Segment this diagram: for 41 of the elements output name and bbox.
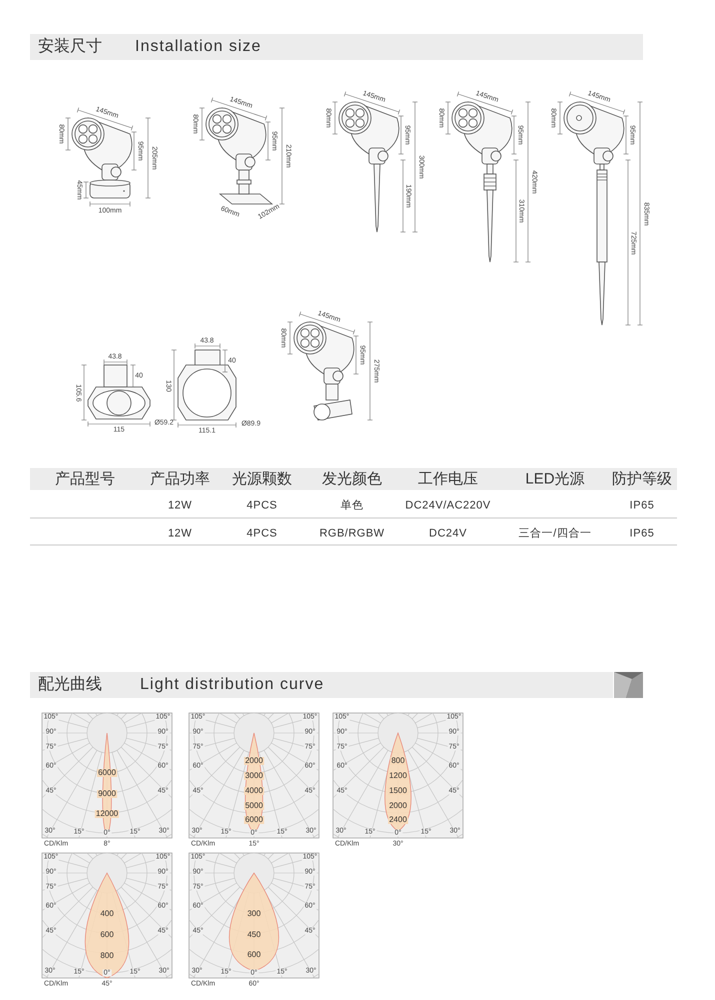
table-cell: DC24V	[429, 528, 467, 540]
intensity-value: 800	[390, 757, 406, 765]
intensity-value: 2000	[244, 757, 264, 765]
table-header-cell: 工作电压	[418, 472, 478, 486]
intensity-value: 1200	[388, 772, 408, 780]
intensity-value: 600	[99, 931, 115, 939]
intensity-value: 5000	[244, 802, 264, 810]
section-heading: Installation size	[135, 39, 262, 55]
table-header-cell: 发光颜色	[322, 472, 382, 486]
intensity-value: 6000	[244, 816, 264, 824]
table-cell: 12W	[168, 528, 192, 540]
intensity-value: 1500	[388, 787, 408, 795]
table-header-cell: 产品功率	[150, 472, 210, 486]
intensity-value: 6000	[97, 769, 117, 777]
section-heading: 安装尺寸	[38, 39, 102, 55]
intensity-value: 12000	[94, 810, 120, 818]
intensity-value: 4000	[244, 787, 264, 795]
table-header-cell: LED光源	[525, 472, 585, 486]
table-cell: RGB/RGBW	[319, 528, 385, 540]
intensity-value: 400	[99, 910, 115, 918]
section-heading: 配光曲线	[38, 677, 102, 693]
table-cell: 4PCS	[246, 500, 278, 512]
table-header-cell: 产品型号	[55, 472, 115, 486]
intensity-value: 3000	[244, 772, 264, 780]
intensity-value: 2400	[388, 816, 408, 824]
intensity-value: 300	[246, 910, 262, 918]
intensity-value: 450	[246, 931, 262, 939]
intensity-value: 800	[99, 952, 115, 960]
table-header-cell: 防护等级	[612, 472, 672, 486]
table-cell: IP65	[630, 500, 654, 512]
table-cell: 单色	[340, 500, 364, 512]
table-cell: IP65	[630, 528, 654, 540]
section-heading: Light distribution curve	[140, 677, 324, 693]
table-cell: 三合一/四合一	[518, 528, 592, 540]
intensity-value: 600	[246, 951, 262, 959]
table-cell: 12W	[168, 500, 192, 512]
table-cell: 4PCS	[246, 528, 278, 540]
intensity-value: 2000	[388, 802, 408, 810]
table-cell: DC24V/AC220V	[405, 500, 491, 512]
intensity-value: 9000	[97, 790, 117, 798]
table-header-cell: 光源颗数	[232, 472, 292, 486]
